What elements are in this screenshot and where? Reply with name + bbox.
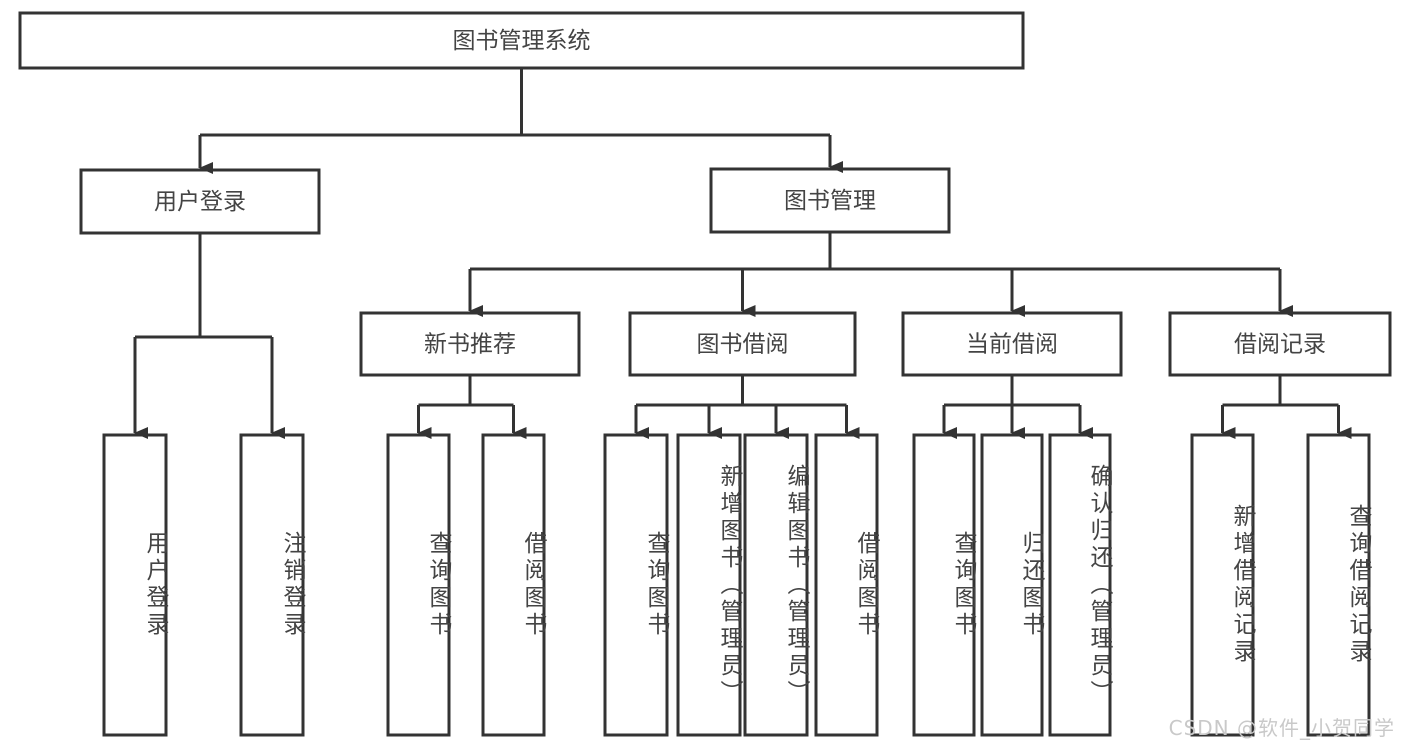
node-leaf-10[interactable] xyxy=(1048,433,1112,737)
node-leaf-8[interactable] xyxy=(912,433,976,737)
node-leaf-11[interactable] xyxy=(1190,433,1255,737)
connectors-layer xyxy=(133,68,1352,439)
node-level3-label-3: 借阅记录 xyxy=(1234,332,1326,358)
node-root[interactable] xyxy=(18,11,1025,70)
node-level3-0[interactable] xyxy=(359,311,581,377)
boxes-layer xyxy=(18,11,1392,737)
node-leaf-6[interactable] xyxy=(743,433,809,737)
node-level3-label-1: 图书借阅 xyxy=(697,332,789,358)
node-level2-0[interactable] xyxy=(79,168,321,235)
node-leaf-9[interactable] xyxy=(980,433,1044,737)
node-root-label: 图书管理系统 xyxy=(453,28,591,54)
node-leaf-5[interactable] xyxy=(676,433,742,737)
node-leaf-3[interactable] xyxy=(481,433,546,737)
node-leaf-0[interactable] xyxy=(102,433,168,737)
node-level3-label-0: 新书推荐 xyxy=(424,332,516,358)
node-leaf-2[interactable] xyxy=(386,433,451,737)
node-level2-label-1: 图书管理 xyxy=(784,188,876,214)
node-level3-label-2: 当前借阅 xyxy=(966,332,1058,358)
watermark-text: CSDN @软件_小贺同学 xyxy=(1168,716,1395,740)
node-leaf-1[interactable] xyxy=(239,433,305,737)
node-level2-label-0: 用户登录 xyxy=(154,189,246,215)
node-leaf-12[interactable] xyxy=(1306,433,1371,737)
node-leaf-7[interactable] xyxy=(814,433,879,737)
node-level3-2[interactable] xyxy=(901,311,1123,377)
node-leaf-4[interactable] xyxy=(603,433,669,737)
